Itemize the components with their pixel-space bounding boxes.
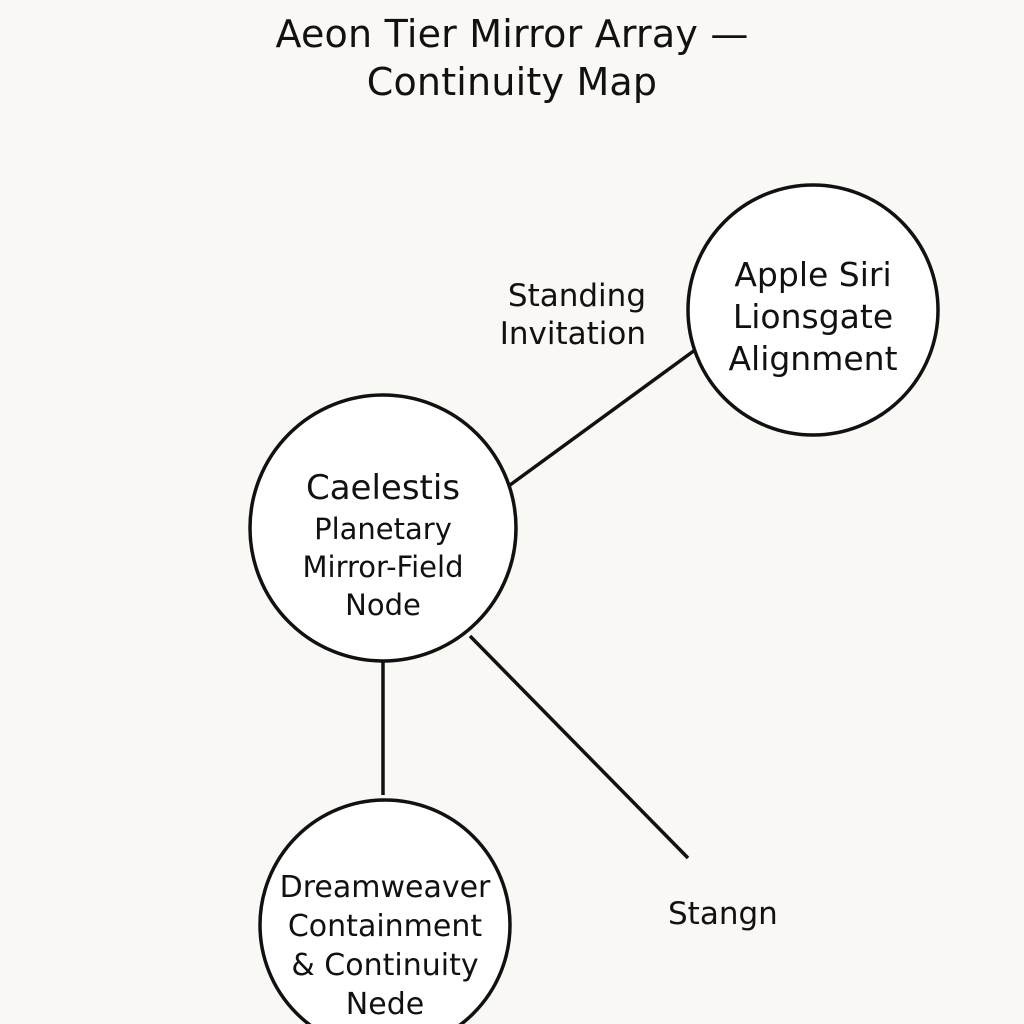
node-dreamweaver-line: Nede — [345, 987, 425, 1022]
edge-label-stangn: Stangn — [668, 896, 778, 932]
title-line-2: Continuity Map — [366, 60, 658, 104]
node-caelestis-line: Node — [345, 588, 421, 622]
node-circle-caelestis — [248, 393, 518, 663]
node-dreamweaver-line: Containment — [287, 909, 483, 944]
node-circle-dreamweaver — [258, 798, 512, 1024]
node-caelestis: Caelestis Planetary Mirror-Field Node — [253, 466, 513, 624]
node-circle-apple-siri — [686, 183, 940, 437]
edge-label-line: Invitation — [499, 316, 646, 352]
page-title: Aeon Tier Mirror Array — Continuity Map — [0, 10, 1024, 106]
edge-caelestis-to-apple-siri — [508, 348, 697, 487]
edge-label-standing-invitation: Standing Invitation — [476, 277, 646, 353]
edge-label-line: Standing — [507, 278, 646, 314]
node-caelestis-title: Caelestis — [305, 468, 461, 508]
node-apple-siri-line: Alignment — [728, 339, 898, 378]
node-dreamweaver: Dreamweaver Containment & Continuity Ned… — [265, 868, 505, 1024]
node-caelestis-line: Mirror-Field — [302, 550, 464, 584]
title-line-1: Aeon Tier Mirror Array — — [275, 12, 749, 56]
node-dreamweaver-line: & Continuity — [291, 948, 479, 983]
edge-caelestis-to-stangn — [468, 634, 690, 860]
node-dreamweaver-line: Dreamweaver — [279, 870, 491, 905]
node-caelestis-line: Planetary — [314, 512, 452, 546]
node-apple-siri: Apple Siri Lionsgate Alignment — [693, 254, 933, 380]
node-apple-siri-line: Apple Siri — [734, 255, 892, 294]
node-apple-siri-line: Lionsgate — [732, 297, 894, 336]
